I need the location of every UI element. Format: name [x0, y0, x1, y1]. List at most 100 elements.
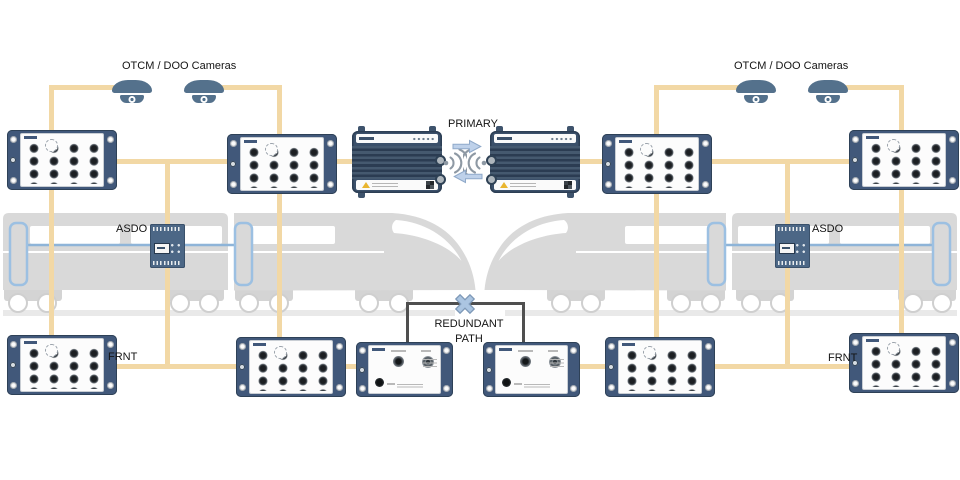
dome-camera-icon: [808, 80, 848, 103]
redundant-path-label: REDUNDANT PATH: [409, 317, 529, 347]
brand-mark: [866, 339, 879, 342]
terminal-row: [778, 261, 807, 265]
power-connector: [375, 378, 384, 387]
m12-ports: [253, 349, 329, 391]
train-bogies: [4, 287, 413, 313]
ground-screw: [605, 161, 611, 167]
label-strip: [356, 180, 438, 190]
mounting-hole: [852, 177, 859, 184]
mounting-hole: [852, 136, 859, 143]
mounting-hole: [239, 384, 246, 391]
wireless-unit-body: [352, 131, 442, 193]
label-strip: [494, 180, 576, 190]
camera-base: [120, 95, 144, 103]
mounting-hole: [605, 140, 612, 147]
camera-lens: [200, 95, 208, 103]
terminal-row: [778, 227, 807, 231]
mounting-hole: [359, 385, 366, 392]
switch-front-panel: [615, 137, 699, 191]
ethernet-cable-horizontal: [845, 85, 904, 90]
mounting-hole: [327, 140, 334, 147]
camera-dome: [808, 80, 848, 93]
ground-screw: [852, 157, 858, 163]
label-text: [421, 350, 431, 352]
dome-camera-icon: [184, 80, 224, 103]
asdo-controller: [775, 224, 810, 268]
config-dial: [887, 139, 900, 152]
radio-front-panel: [368, 345, 441, 394]
arrow-left-icon: [453, 169, 483, 184]
warning-triangle-icon: [362, 182, 370, 188]
mounting-hole: [949, 177, 956, 184]
ethernet-switch: [602, 134, 712, 194]
label-text: [372, 182, 398, 188]
ethernet-cable-horizontal: [100, 364, 358, 369]
ethernet-cable-horizontal: [654, 85, 739, 90]
ethernet-switch: [227, 134, 337, 194]
mounting-hole: [443, 385, 450, 392]
label-text: [510, 182, 536, 188]
mounting-hole: [705, 343, 712, 350]
label-text: [524, 384, 550, 389]
cameras-label-right: OTCM / DOO Cameras: [734, 60, 849, 72]
antenna-connector: [393, 356, 404, 367]
mounting-hole: [10, 177, 17, 184]
train-windshield: [392, 220, 462, 261]
brand-mark: [497, 137, 512, 140]
mounting-hole: [10, 341, 17, 348]
ethernet-cable-vertical: [899, 85, 904, 347]
dome-camera-icon: [736, 80, 776, 103]
redundant-path-label-line2: PATH: [455, 333, 483, 345]
m12-ports: [244, 146, 320, 188]
ethernet-switch: [605, 337, 715, 397]
ground-screw: [486, 366, 492, 373]
display-text: [157, 247, 165, 249]
ethernet-switch: [849, 130, 959, 190]
camera-dome: [112, 80, 152, 93]
m12-ports: [24, 142, 100, 184]
wireless-link-unit: [352, 126, 446, 198]
mounting-hole: [486, 385, 493, 392]
power-connector: [502, 378, 511, 387]
config-dial: [274, 346, 287, 359]
cameras-label-left: OTCM / DOO Cameras: [122, 60, 237, 72]
config-dial: [640, 143, 653, 156]
ethernet-cable-vertical: [654, 85, 659, 363]
config-dial: [887, 342, 900, 355]
switch-front-panel: [240, 137, 324, 191]
switch-front-panel: [862, 336, 946, 390]
antenna-connector: [435, 174, 446, 185]
ethernet-switch: [849, 333, 959, 393]
antenna-radio-unit: [356, 342, 453, 397]
m12-ports: [866, 142, 942, 184]
heatsink-ribs: [490, 146, 580, 179]
config-dial: [45, 344, 58, 357]
ethernet-switch: [7, 335, 117, 395]
mounting-hole: [359, 347, 366, 354]
qr-code: [426, 181, 434, 189]
asdo-display: [154, 243, 170, 254]
warning-triangle-icon: [500, 182, 508, 188]
camera-base: [192, 95, 216, 103]
antenna-stub: [429, 126, 436, 135]
label-text: [387, 383, 395, 385]
redundant-path-label-line1: REDUNDANT: [434, 318, 504, 330]
display-text: [782, 247, 790, 249]
ethernet-cable-horizontal: [221, 85, 282, 90]
mounting-hole: [107, 341, 114, 348]
ground-screw: [608, 364, 614, 370]
ground-screw: [10, 362, 16, 368]
mounting-hole: [702, 140, 709, 147]
ground-screw: [10, 157, 16, 163]
mounting-hole: [852, 339, 859, 346]
switch-front-panel: [20, 338, 104, 392]
mounting-hole: [705, 384, 712, 391]
antenna-stub: [496, 126, 503, 135]
asdo-buttons: [794, 242, 807, 255]
train-door: [233, 221, 254, 287]
mounting-hole: [570, 385, 577, 392]
mounting-hole: [107, 136, 114, 143]
asdo-controller: [150, 224, 185, 268]
brand-mark: [24, 341, 37, 344]
